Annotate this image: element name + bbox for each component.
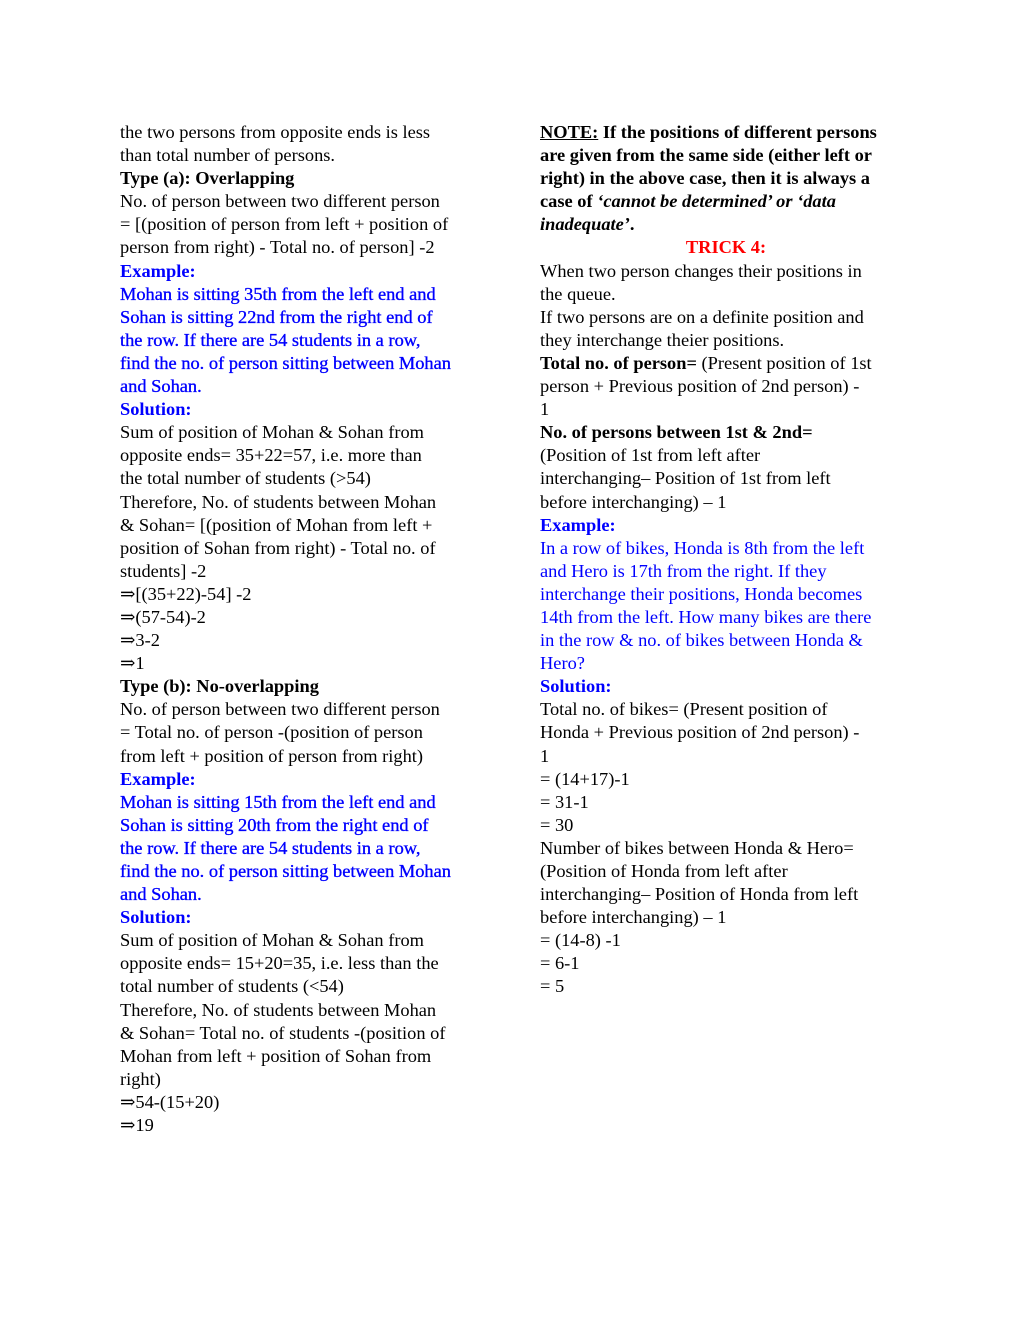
formula-line: from left + position of person from righ… [120,745,424,766]
example-line: the row. If there are 54 students in a r… [120,837,421,858]
formula-line: person from right) - Total no. of person… [120,237,435,258]
solution-step: ⇒[(35+22)-54] -2 [120,583,252,604]
solution-step: ⇒1 [120,653,145,674]
type-a-heading: Type (a): Overlapping [120,168,295,189]
solution-line: the total number of students (>54) [120,468,371,489]
type-b-heading: Type (b): No-overlapping [120,676,319,697]
solution-step: = 6-1 [540,953,580,974]
intro-line: the two persons from opposite ends is le… [120,122,431,142]
note-line: inadequate’. [540,214,635,235]
solution-line: position of Sohan from right) - Total no… [120,537,436,558]
left-column: the two persons from opposite ends is le… [120,121,492,1137]
solution-step: = 30 [540,814,574,835]
solution-line: Total no. of bikes= (Present position of [540,699,828,720]
note-line: are given from the same side (either lef… [540,145,872,166]
example-line: In a row of bikes, Honda is 8th from the… [540,537,865,558]
example-line: Hero? [540,653,585,674]
solution-line: 1 [540,745,550,766]
solution-step: = 5 [540,976,565,997]
between-solution-line: before interchanging) – 1 [540,907,727,928]
between-formula-line: interchanging– Position of 1st from left [540,468,831,489]
formula-line: = Total no. of person -(position of pers… [120,722,423,743]
total-formula-line: Total no. of person= (Present position o… [540,352,872,373]
between-solution-line: Number of bikes between Honda & Hero= [540,837,854,858]
note-label: NOTE: [540,122,599,142]
between-solution-line: interchanging– Position of Honda from le… [540,884,859,905]
between-formula-line: (Position of 1st from left after [540,445,761,466]
solution-label: Solution: [120,399,192,420]
solution-line: opposite ends= 35+22=57, i.e. more than [120,445,422,466]
solution-line: & Sohan= [(position of Mohan from left + [120,514,433,535]
solution-label: Solution: [120,907,192,928]
trick-heading: TRICK 4: [685,237,767,258]
right-column: NOTE: If the positions of different pers… [540,121,912,999]
between-formula-line: before interchanging) – 1 [540,491,727,512]
solution-step: ⇒19 [120,1115,154,1136]
example-line: find the no. of person sitting between M… [120,861,451,881]
example-line: Sohan is sitting 22nd from the right end… [120,306,433,327]
example-line: and Sohan. [120,376,202,397]
example-line: find the no. of person sitting between M… [120,352,451,373]
example-line: and Sohan. [120,884,202,905]
solution-line: Honda + Previous position of 2nd person)… [540,722,860,743]
solution-line: students] -2 [120,560,207,581]
solution-line: Sum of position of Mohan & Sohan from [120,930,424,951]
formula-line: No. of person between two different pers… [120,699,440,720]
between-solution-line: (Position of Honda from left after [540,861,788,881]
note-line: right) in the above case, then it is alw… [540,168,870,189]
total-formula-line: 1 [540,399,550,420]
solution-line: total number of students (<54) [120,976,344,997]
solution-line: Therefore, No. of students between Mohan [120,999,437,1020]
example-line: Sohan is sitting 20th from the right end… [120,814,429,835]
solution-line: Sum of position of Mohan & Sohan from [120,422,424,443]
solution-line: & Sohan= Total no. of students -(positio… [120,1022,446,1043]
example-line: and Hero is 17th from the right. If they [540,560,827,581]
formula-line: = [(position of person from left + posit… [120,214,449,235]
example-line: the row. If there are 54 students in a r… [120,329,421,350]
solution-step: = (14+17)-1 [540,768,630,789]
solution-label: Solution: [540,676,612,697]
solution-step: ⇒(57-54)-2 [120,606,206,627]
example-label: Example: [120,768,196,789]
total-formula-line: person + Previous position of 2nd person… [540,376,860,397]
example-line: 14th from the left. How many bikes are t… [540,606,872,627]
example-label: Example: [540,514,616,535]
formula-line: No. of person between two different pers… [120,191,440,212]
intro-line: When two person changes their positions … [540,260,862,281]
total-formula-label: Total no. of person= [540,352,697,373]
solution-line: opposite ends= 15+20=35, i.e. less than … [120,953,439,974]
example-line: interchange their positions, Honda becom… [540,583,863,604]
example-line: Mohan is sitting 15th from the left end … [120,791,436,812]
example-line: in the row & no. of bikes between Honda … [540,630,863,651]
example-label: Example: [120,260,196,281]
intro-line: they interchange theier positions. [540,329,785,350]
solution-step: ⇒54-(15+20) [120,1091,220,1112]
example-line: Mohan is sitting 35th from the left end … [120,283,436,304]
note-line: case of ‘cannot be determined’ or ‘data [540,191,836,212]
between-formula-label: No. of persons between 1st & 2nd= [540,422,813,443]
note-line: NOTE: If the positions of different pers… [540,122,877,142]
solution-step: = 31-1 [540,791,589,812]
solution-step: = (14-8) -1 [540,930,621,951]
intro-line: the queue. [540,283,616,304]
solution-step: ⇒3-2 [120,630,160,651]
solution-line: Therefore, No. of students between Mohan [120,491,437,512]
intro-line: than total number of persons. [120,145,336,166]
intro-line: If two persons are on a definite positio… [540,306,864,327]
solution-line: right) [120,1068,161,1089]
solution-line: Mohan from left + position of Sohan from [120,1045,432,1066]
